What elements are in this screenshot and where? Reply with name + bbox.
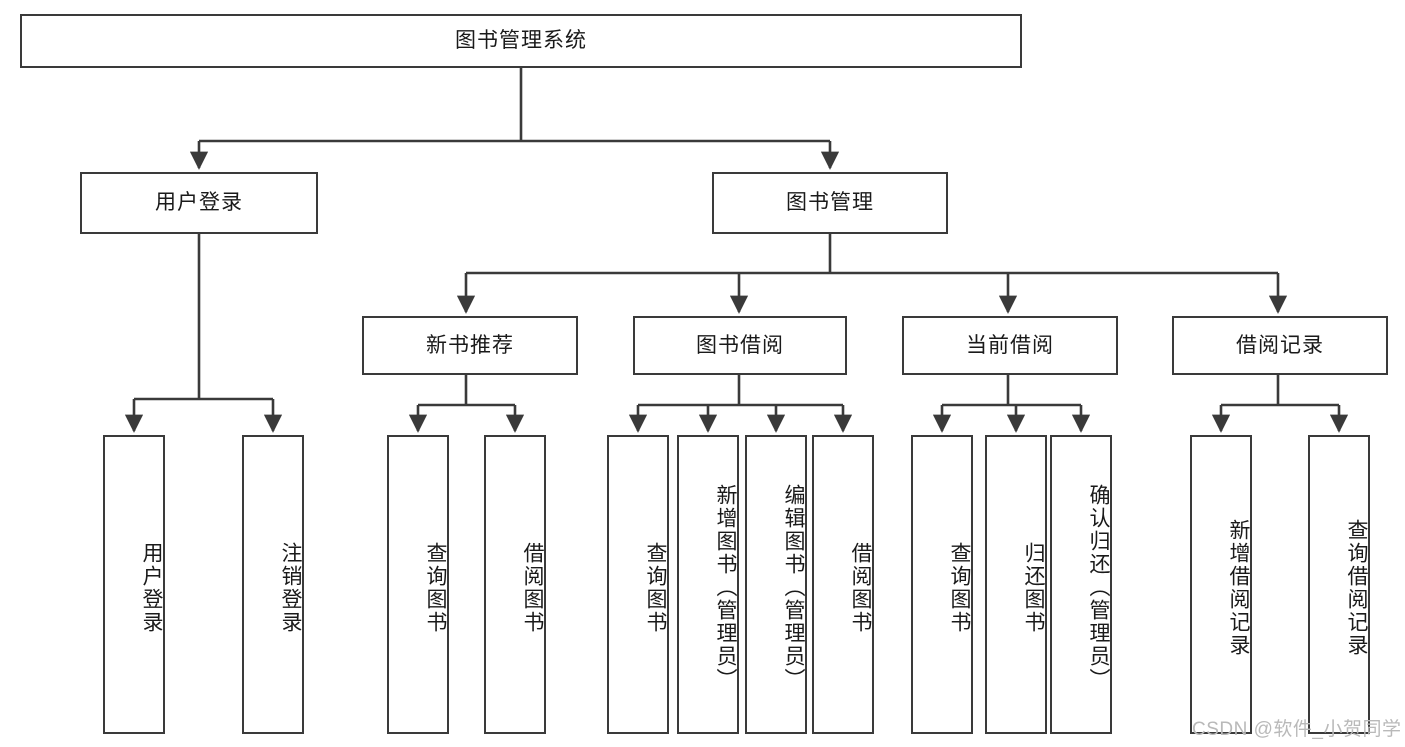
node-leaf-user-logout-label: 注销登录 [279,541,302,634]
node-leaf-bb-query-book-label: 查询图书 [644,541,667,634]
node-leaf-cb-query-book-label: 查询图书 [948,541,971,634]
node-leaf-br-add-record[interactable]: 新增借阅记录 [1190,435,1252,734]
node-leaf-bb-edit-book[interactable]: 编辑图书（管理员） [745,435,807,734]
node-leaf-cb-query-book[interactable]: 查询图书 [911,435,973,734]
node-book-borrow[interactable]: 图书借阅 [633,316,847,375]
node-user-login[interactable]: 用户登录 [80,172,318,234]
node-borrow-record[interactable]: 借阅记录 [1172,316,1388,375]
node-book-borrow-label: 图书借阅 [696,333,784,357]
node-leaf-user-login[interactable]: 用户登录 [103,435,165,734]
node-leaf-bb-add-book-label: 新增图书（管理员） [714,484,737,691]
node-leaf-bb-borrow-book[interactable]: 借阅图书 [812,435,874,734]
node-root[interactable]: 图书管理系统 [20,14,1022,68]
node-book-manage[interactable]: 图书管理 [712,172,948,234]
node-leaf-rec-query-book-label: 查询图书 [424,541,447,634]
node-leaf-user-logout[interactable]: 注销登录 [242,435,304,734]
node-leaf-rec-borrow-book-label: 借阅图书 [521,541,544,634]
node-leaf-br-query-record[interactable]: 查询借阅记录 [1308,435,1370,734]
node-leaf-rec-query-book[interactable]: 查询图书 [387,435,449,734]
node-current-borrow-label: 当前借阅 [966,333,1054,357]
node-current-borrow[interactable]: 当前借阅 [902,316,1118,375]
node-new-book-rec-label: 新书推荐 [426,333,514,357]
node-leaf-user-login-label: 用户登录 [140,541,163,634]
node-leaf-br-query-record-label: 查询借阅记录 [1345,518,1368,657]
node-borrow-record-label: 借阅记录 [1236,333,1324,357]
node-leaf-rec-borrow-book[interactable]: 借阅图书 [484,435,546,734]
node-root-label: 图书管理系统 [455,29,587,53]
node-leaf-cb-confirm-return-label: 确认归还（管理员） [1087,484,1110,691]
node-leaf-br-add-record-label: 新增借阅记录 [1227,518,1250,657]
node-leaf-bb-query-book[interactable]: 查询图书 [607,435,669,734]
node-leaf-bb-add-book[interactable]: 新增图书（管理员） [677,435,739,734]
node-leaf-cb-return-book-label: 归还图书 [1022,541,1045,634]
csdn-watermark: CSDN @软件_小贺同学 [1192,719,1402,740]
node-book-manage-label: 图书管理 [786,191,874,215]
node-leaf-cb-return-book[interactable]: 归还图书 [985,435,1047,734]
node-leaf-cb-confirm-return[interactable]: 确认归还（管理员） [1050,435,1112,734]
node-leaf-bb-borrow-book-label: 借阅图书 [849,541,872,634]
node-user-login-label: 用户登录 [155,191,243,215]
node-new-book-rec[interactable]: 新书推荐 [362,316,578,375]
node-leaf-bb-edit-book-label: 编辑图书（管理员） [782,484,805,691]
